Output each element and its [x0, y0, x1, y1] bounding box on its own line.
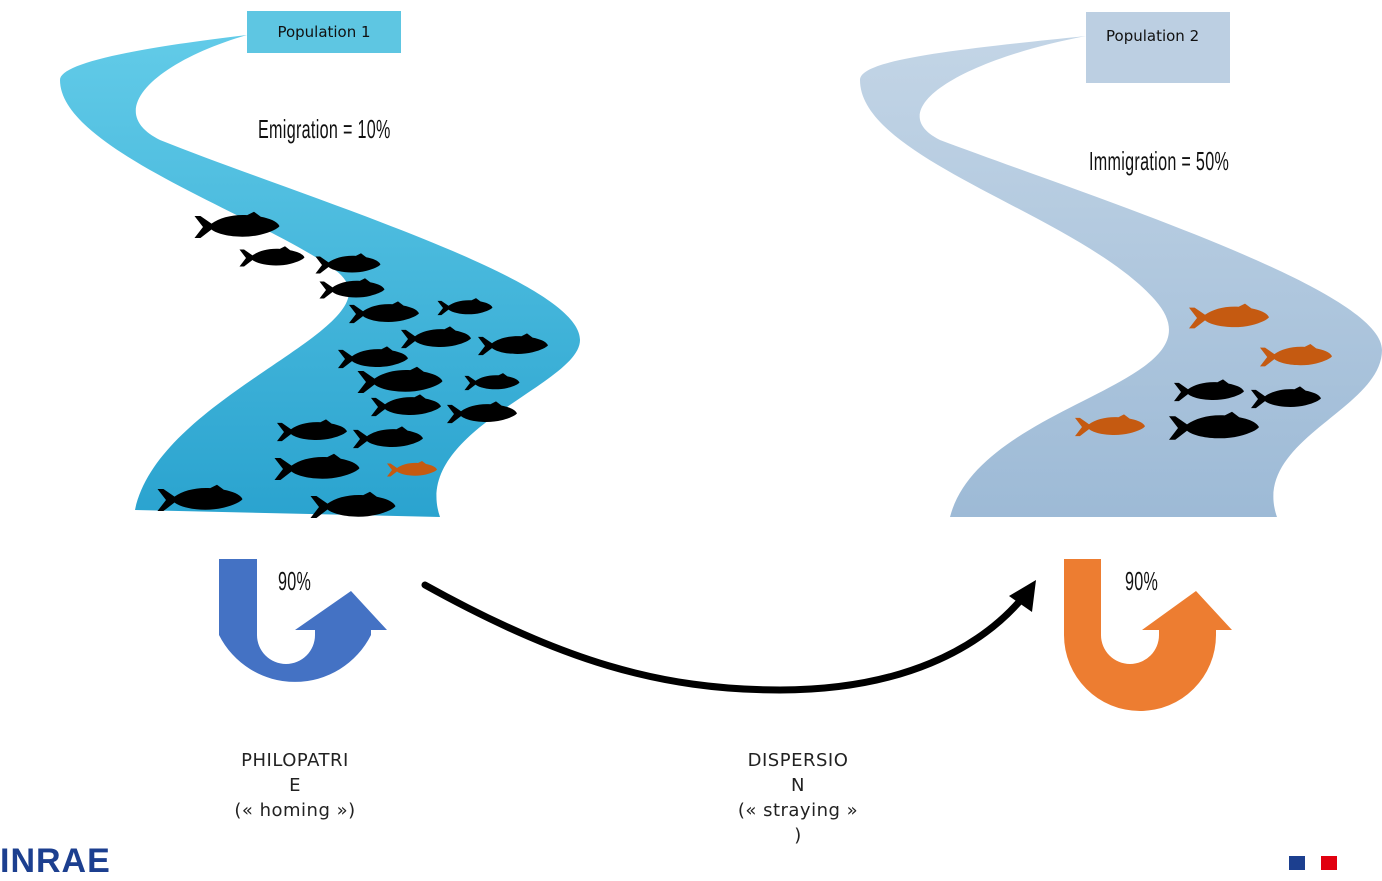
- immigration-rate: Immigration = 50%: [1089, 146, 1230, 176]
- river-population-2: [860, 36, 1382, 517]
- population-2-label: Population 2: [1086, 12, 1230, 83]
- homing-percent-population-1: 90%: [278, 566, 312, 596]
- caption-line: (« straying »: [737, 800, 859, 821]
- caption-line: ): [794, 825, 802, 846]
- fish-icon: [239, 246, 305, 267]
- caption-line: DISPERSIO: [747, 750, 849, 771]
- caption-line: (« homing »): [234, 800, 356, 821]
- emigration-rate: Emigration = 10%: [258, 114, 391, 144]
- caption-line: E: [289, 775, 301, 796]
- homing-percent-population-2: 90%: [1125, 566, 1159, 596]
- caption-line: N: [791, 775, 805, 796]
- caption-line: PHILOPATRI: [241, 750, 349, 771]
- dispersion-arrow: [421, 581, 1029, 694]
- river-population-1: [60, 35, 580, 517]
- philopatry-caption: PHILOPATRI E (« homing »): [205, 748, 385, 823]
- inrae-logo: INRAE: [0, 842, 111, 880]
- homing-arrow-population-2: [1064, 559, 1232, 711]
- republique-francaise-logo: [1289, 856, 1337, 870]
- dispersion-arrowhead: [1009, 580, 1036, 612]
- homing-arrow-population-1: [219, 559, 387, 682]
- dispersion-caption: DISPERSIO N (« straying » ): [708, 748, 888, 848]
- population-1-label: Population 1: [247, 11, 401, 53]
